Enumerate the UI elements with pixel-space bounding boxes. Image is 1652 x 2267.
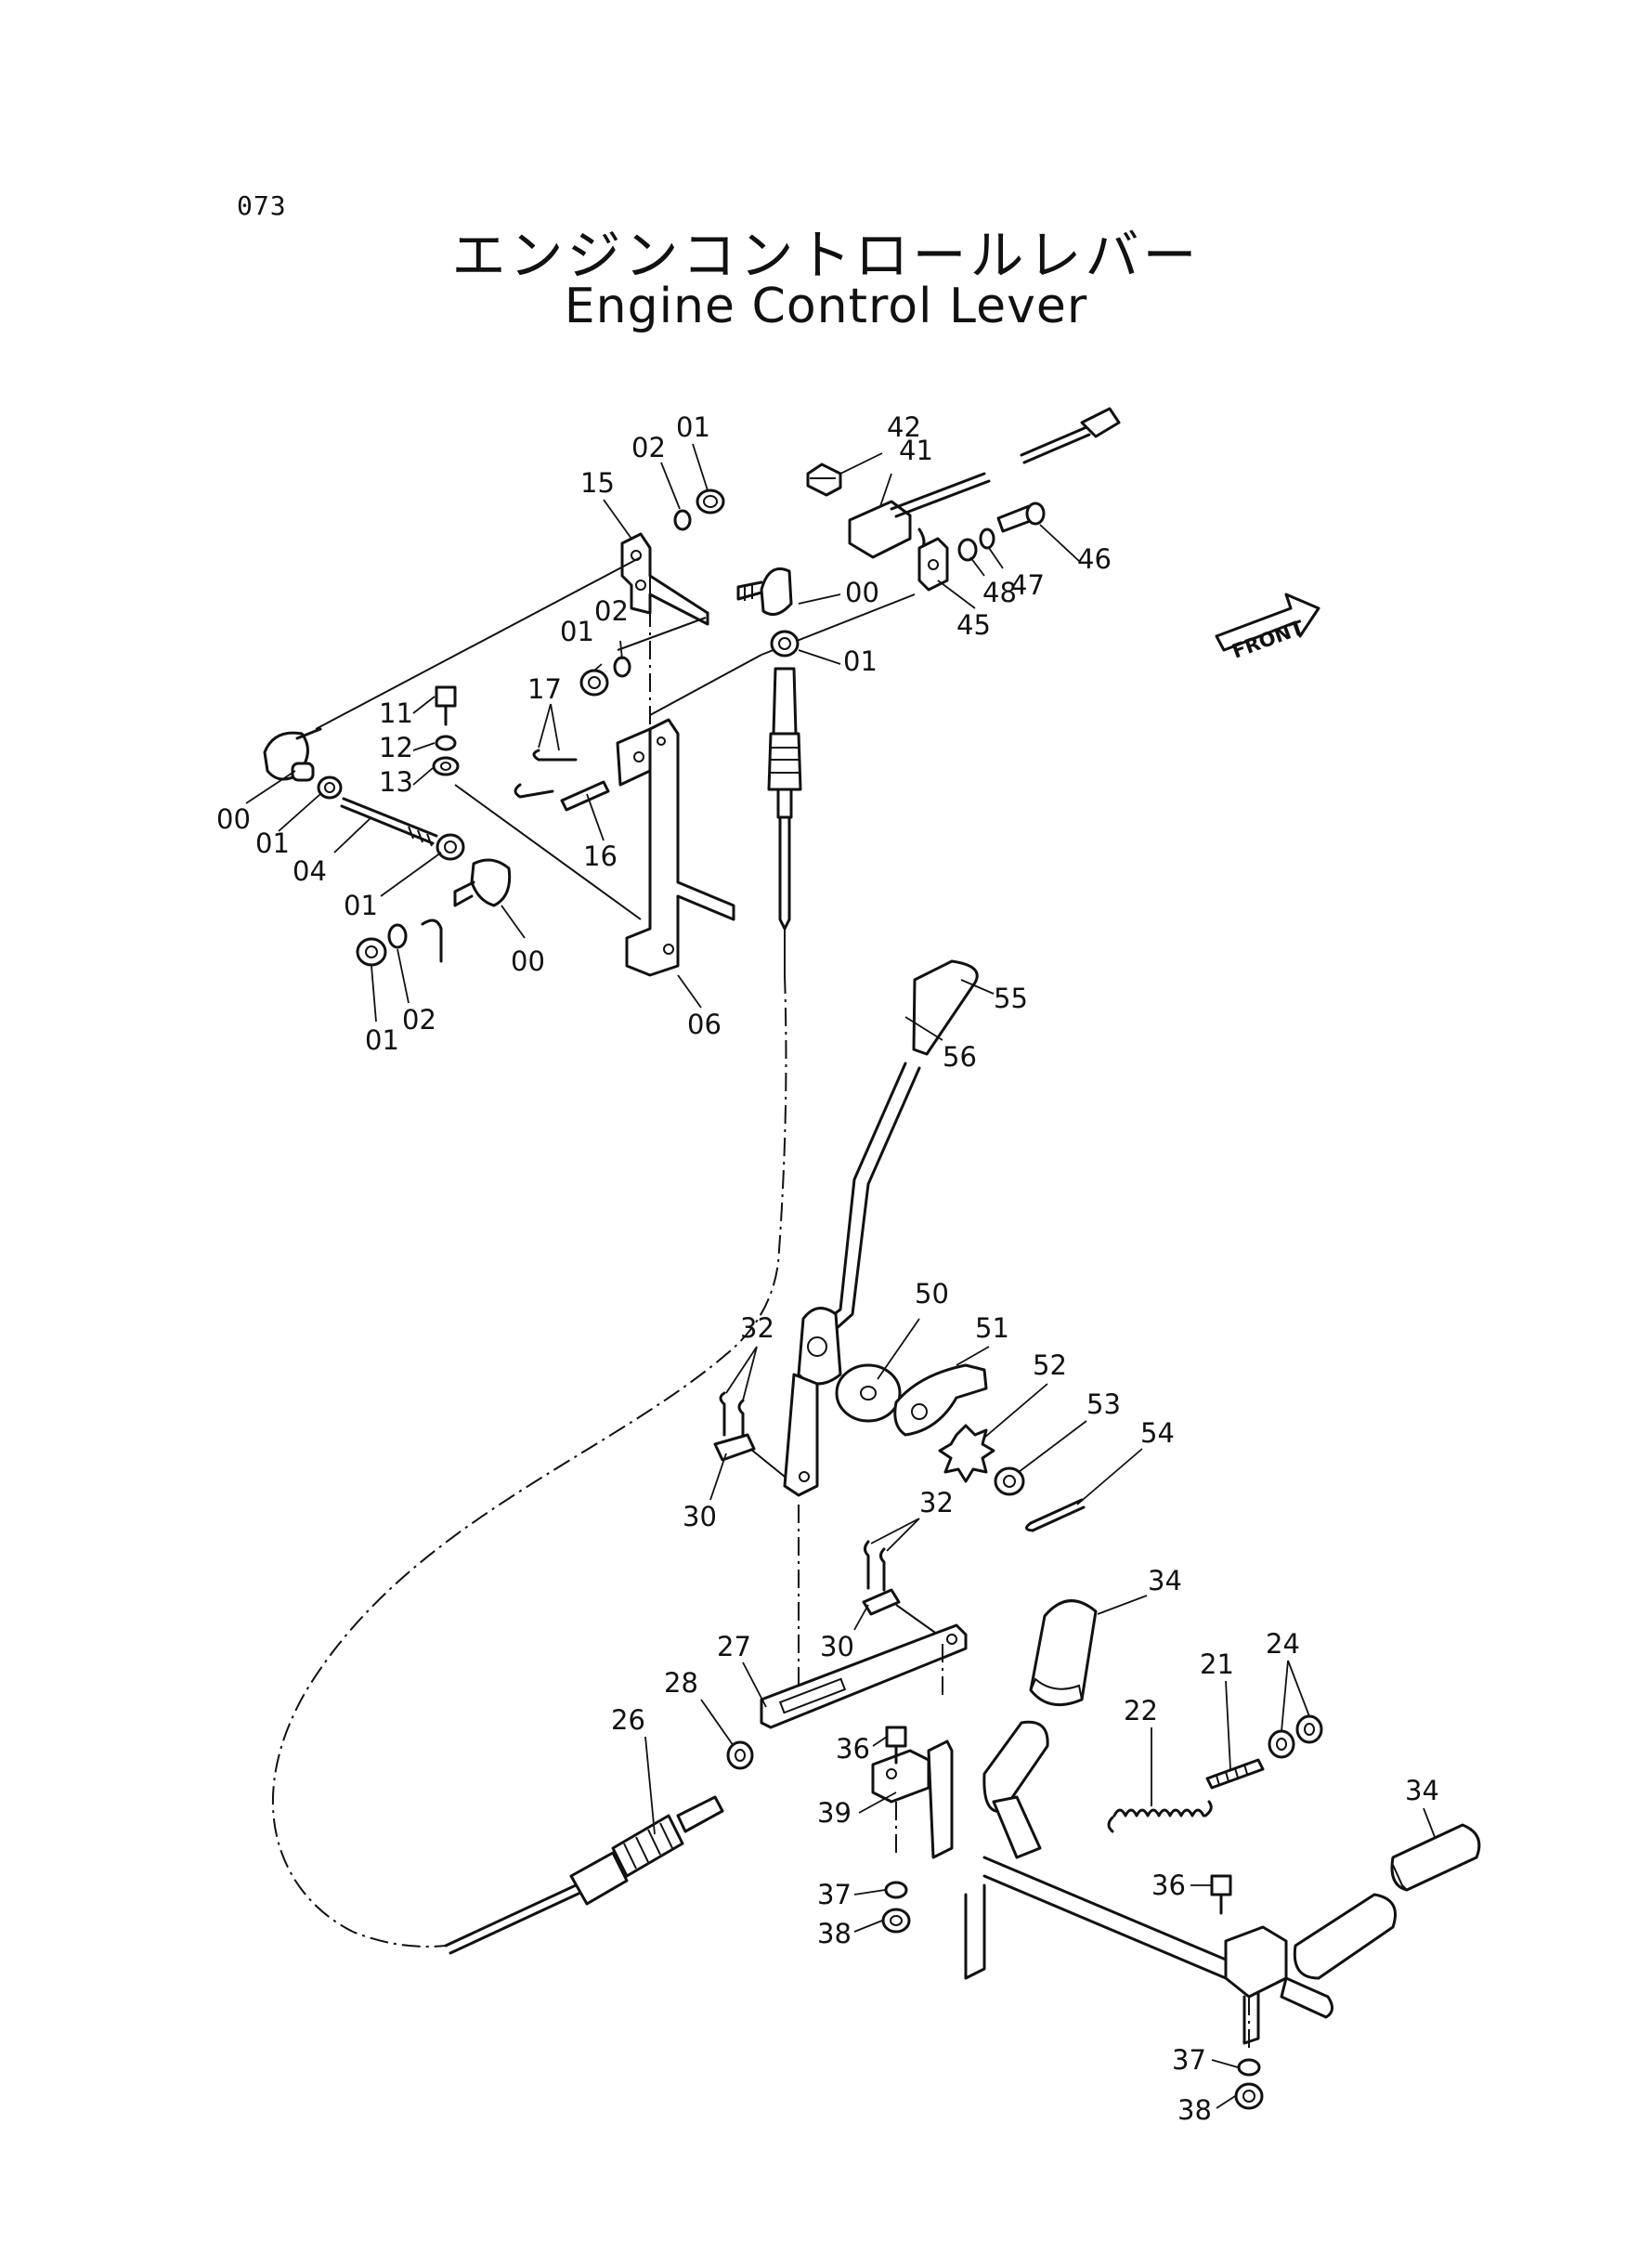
part-label: 52: [1033, 1349, 1067, 1381]
part-label: 04: [293, 855, 327, 887]
part-label: 22: [1124, 1695, 1158, 1726]
part-label: 01: [255, 827, 290, 859]
part-label: 06: [687, 1009, 722, 1040]
part-label: 01: [560, 616, 594, 647]
part-label: 50: [915, 1278, 949, 1309]
part-label: 12: [379, 732, 413, 763]
part-label: 00: [845, 577, 879, 608]
part-label: 38: [1177, 2094, 1212, 2126]
part-label: 36: [1151, 1870, 1186, 1901]
part-label: 16: [583, 840, 618, 872]
part-label: 24: [1266, 1628, 1300, 1660]
part-label: 41: [899, 435, 933, 466]
part-label: 02: [631, 432, 666, 463]
lever-assembly: [444, 959, 1481, 2110]
part-label: 37: [817, 1879, 852, 1910]
part-label: 30: [820, 1631, 854, 1662]
part-label: 55: [994, 983, 1028, 1014]
part-label: 01: [676, 411, 710, 443]
part-label: 38: [817, 1918, 852, 1949]
part-label: 00: [216, 803, 251, 835]
page-number: 073: [237, 190, 287, 221]
part-label: 45: [956, 609, 991, 641]
throttle-cable: [271, 630, 802, 1948]
part-label: 36: [836, 1733, 870, 1765]
front-direction-arrow: FRONT: [1215, 593, 1320, 663]
part-label: 30: [683, 1501, 717, 1532]
part-label: 53: [1086, 1388, 1121, 1420]
part-label: 28: [664, 1667, 698, 1699]
part-label: 15: [580, 467, 615, 499]
part-label: 02: [594, 595, 629, 627]
part-label: 11: [379, 697, 413, 729]
part-label: 13: [379, 766, 413, 798]
part-label: 34: [1148, 1565, 1182, 1596]
part-label: 48: [982, 577, 1017, 608]
title-english: Engine Control Lever: [564, 279, 1088, 334]
part-label: 47: [1010, 569, 1045, 601]
leader-lines: [245, 443, 1436, 2109]
part-labels: 01 02 15 42 41 46 47 48 45 00 01 01 02 1…: [216, 411, 1439, 2126]
part-label: 51: [975, 1312, 1009, 1344]
part-label: 39: [817, 1797, 852, 1829]
part-label: 00: [511, 945, 545, 977]
part-label: 01: [344, 890, 378, 921]
part-label: 01: [843, 645, 878, 677]
part-label: 02: [402, 1004, 436, 1036]
part-label: 32: [740, 1312, 774, 1344]
part-label: 21: [1200, 1648, 1234, 1680]
part-label: 26: [611, 1704, 645, 1736]
part-label: 01: [365, 1024, 399, 1056]
part-label: 46: [1077, 543, 1112, 575]
part-label: 37: [1172, 2044, 1206, 2076]
part-label: 42: [887, 411, 921, 443]
upper-bracket-assembly: [263, 489, 793, 977]
part-label: 17: [527, 673, 562, 705]
solenoid-assembly: [761, 407, 1121, 656]
part-label: 27: [717, 1631, 751, 1662]
part-label: 56: [943, 1041, 977, 1073]
part-label: 54: [1140, 1417, 1175, 1449]
part-label: 32: [919, 1487, 954, 1518]
part-label: 34: [1405, 1775, 1439, 1806]
title-japanese: エンジンコントロールレバー: [451, 224, 1201, 287]
